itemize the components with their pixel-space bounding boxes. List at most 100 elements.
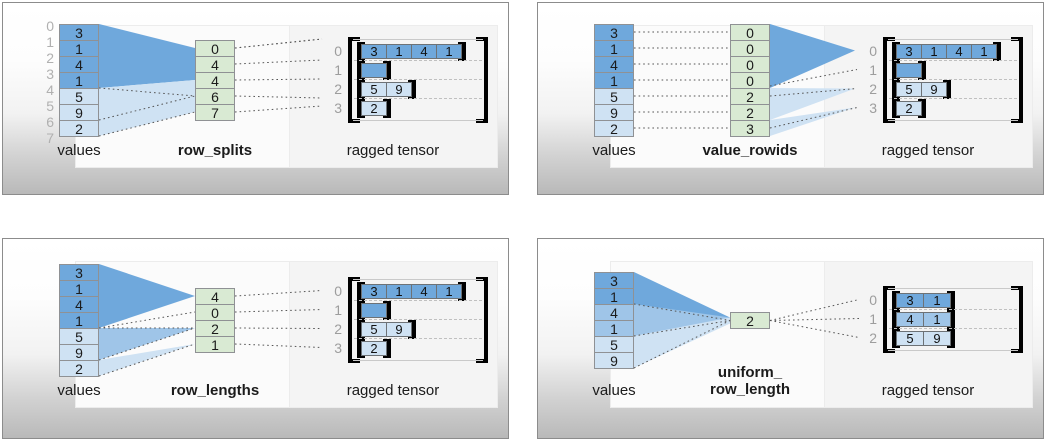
field-cell: 1 xyxy=(195,336,235,353)
row-open-bracket xyxy=(892,310,896,329)
row-close-bracket xyxy=(951,291,955,310)
ragged-tensor-row-index: 3 xyxy=(869,100,877,116)
ragged-tensor-label-uniform_row_length: ragged tensor xyxy=(881,382,975,399)
row-close-bracket-top xyxy=(943,80,951,84)
field-label-line: uniform_ xyxy=(717,364,783,381)
ragged-empty-cell xyxy=(361,63,387,78)
value-cell: 9 xyxy=(59,104,99,121)
row-cells: 2 xyxy=(896,101,922,116)
row-close-bracket-top xyxy=(408,320,416,324)
field-cell: 7 xyxy=(195,104,235,121)
value-cell: 4 xyxy=(594,56,634,73)
ragged-cell: 4 xyxy=(411,44,437,59)
value-index-label: 2 xyxy=(46,50,54,66)
row-close-bracket xyxy=(412,320,416,339)
field-cell: 0 xyxy=(730,72,770,89)
row-open-bracket xyxy=(357,61,361,80)
value-cell: 5 xyxy=(59,88,99,105)
ragged-cell: 9 xyxy=(386,322,412,337)
ragged-tensor-close-bracket-bottom xyxy=(476,359,488,363)
ragged-tensor-open-bracket xyxy=(883,286,887,353)
ragged-tensor-label-row_lengths: ragged tensor xyxy=(346,382,440,399)
field-cell: 0 xyxy=(730,40,770,57)
ragged-tensor-open-bracket-bottom xyxy=(348,359,360,363)
row-close-bracket xyxy=(951,329,955,348)
ragged-cell: 5 xyxy=(896,82,922,97)
value-index-label: 7 xyxy=(46,130,54,146)
row-open-bracket xyxy=(357,301,361,320)
ragged-tensor-open-bracket xyxy=(348,37,352,123)
row-close-bracket-bottom xyxy=(993,57,1001,61)
row-open-bracket xyxy=(892,80,896,99)
ragged-tensor-row-index: 3 xyxy=(334,100,342,116)
ragged-tensor-frame-bottom xyxy=(888,350,1018,351)
row-close-bracket xyxy=(387,61,391,80)
row-close-bracket xyxy=(462,42,466,61)
ragged-tensor-open-bracket-bottom xyxy=(883,119,895,123)
value-cell: 4 xyxy=(59,56,99,73)
ragged-tensor-row-separator xyxy=(889,328,1017,329)
field-label-uniform_row_length: uniform_row_length xyxy=(670,364,830,398)
value-cell: 5 xyxy=(59,328,99,345)
values-label-uniform_row_length: values xyxy=(592,382,636,399)
ragged-cell: 1 xyxy=(923,312,951,327)
ragged-cell: 3 xyxy=(896,44,922,59)
row-open-bracket xyxy=(892,329,896,348)
ragged-tensor-row-index: 1 xyxy=(334,62,342,78)
value-cell: 9 xyxy=(594,104,634,121)
ragged-cell: 2 xyxy=(361,341,387,356)
ragged-tensor-row-index: 2 xyxy=(334,321,342,337)
row-open-bracket xyxy=(892,99,896,118)
row-close-bracket xyxy=(387,339,391,358)
row-open-bracket xyxy=(357,320,361,339)
row-close-bracket-bottom xyxy=(383,354,391,358)
ragged-cell: 1 xyxy=(436,284,462,299)
row-close-bracket-bottom xyxy=(383,114,391,118)
ragged-tensor-row-separator xyxy=(354,300,482,301)
ragged-tensor-row xyxy=(892,61,926,80)
row-close-bracket xyxy=(412,80,416,99)
ragged-tensor-row-separator xyxy=(354,319,482,320)
ragged-tensor-row-index: 3 xyxy=(334,340,342,356)
row-open-bracket xyxy=(892,42,896,61)
value-index-label: 0 xyxy=(46,18,54,34)
ragged-cell: 1 xyxy=(921,44,947,59)
ragged-tensor-open-bracket xyxy=(348,277,352,363)
value-cell: 1 xyxy=(59,312,99,329)
field-label-value_rowids: value_rowids xyxy=(702,142,798,159)
ragged-cell: 4 xyxy=(946,44,972,59)
row-close-bracket-bottom xyxy=(383,76,391,80)
row-close-bracket xyxy=(922,61,926,80)
ragged-cell: 1 xyxy=(436,44,462,59)
field-cell: 3 xyxy=(730,120,770,137)
value-cell: 1 xyxy=(59,280,99,297)
ragged-tensor-row-index: 0 xyxy=(334,43,342,59)
row-open-bracket xyxy=(892,61,896,80)
ragged-tensor-row-separator xyxy=(889,309,1017,310)
field-label-row_splits: row_splits xyxy=(177,142,253,159)
field-cell: 2 xyxy=(195,320,235,337)
row-open-bracket-bottom xyxy=(357,76,365,80)
field-cell: 4 xyxy=(195,288,235,305)
row-close-bracket xyxy=(387,301,391,320)
ragged-tensor-close-bracket-bottom xyxy=(1011,349,1023,353)
field-cell: 4 xyxy=(195,72,235,89)
row-cells: 2 xyxy=(361,101,387,116)
value-cell: 3 xyxy=(59,264,99,281)
ragged-empty-cell xyxy=(896,63,922,78)
value-cell: 2 xyxy=(59,120,99,137)
